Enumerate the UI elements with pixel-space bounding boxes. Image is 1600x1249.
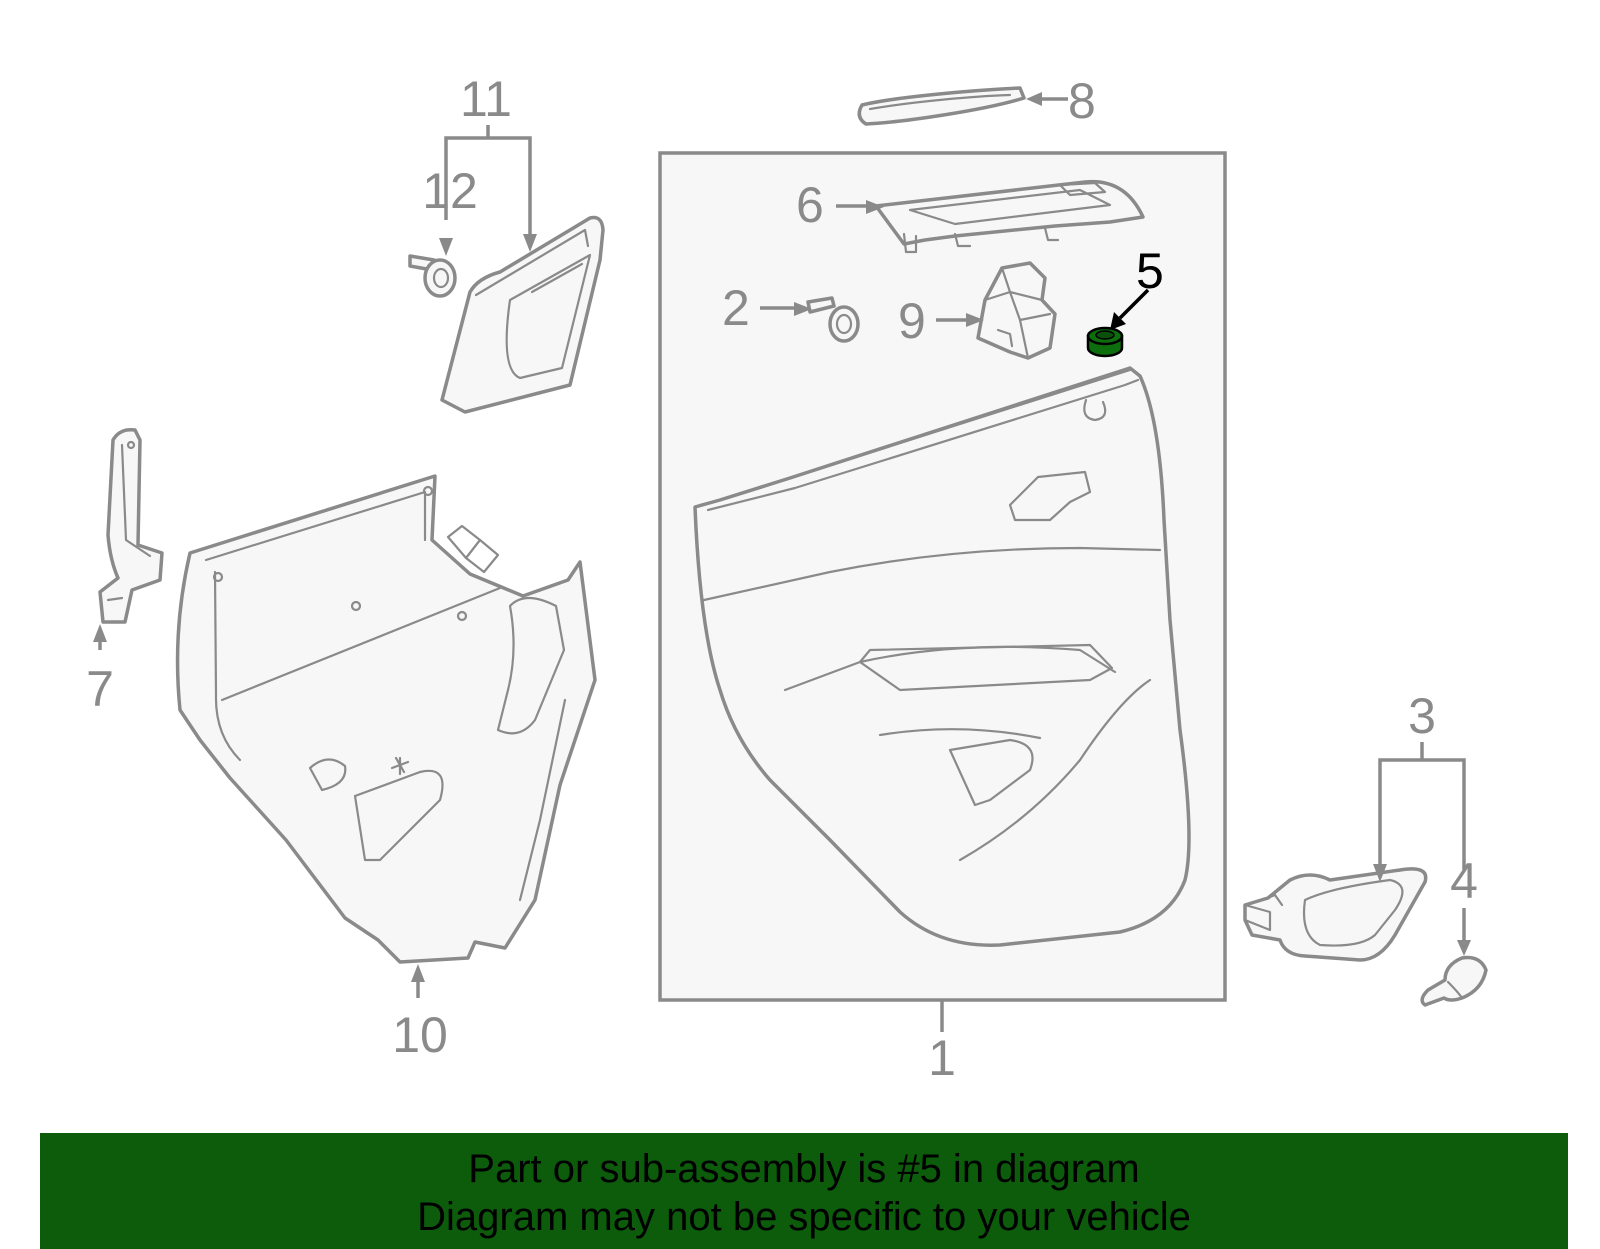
callout-7: 7 <box>86 661 114 717</box>
arrow-8 <box>1026 92 1042 106</box>
callout-8: 8 <box>1068 73 1096 129</box>
arrow-3 <box>1373 864 1387 882</box>
arrow-10 <box>411 964 425 982</box>
banner-line-part: Part or sub-assembly is #5 in diagram <box>468 1147 1140 1191</box>
callout-3: 3 <box>1408 688 1436 744</box>
part-3-inside-handle <box>1243 867 1428 962</box>
callout-6: 6 <box>796 177 824 233</box>
part-10-water-deflector <box>175 474 597 964</box>
callout-11: 11 <box>460 71 512 127</box>
part-6-handle-bezel <box>874 179 1145 254</box>
leader-5 <box>1118 288 1150 320</box>
callout-5[interactable]: 5 <box>1136 243 1164 299</box>
part-5-grommet <box>1086 326 1124 358</box>
arrow-11 <box>523 234 537 252</box>
part-11-upper-trim <box>440 215 605 414</box>
callout-1: 1 <box>928 1030 956 1086</box>
arrow-9 <box>966 313 984 327</box>
arrow-2 <box>794 302 812 316</box>
arrow-6 <box>866 200 884 214</box>
part-9-window-switch <box>976 261 1057 360</box>
info-banner: Part or sub-assembly is #5 in diagram Di… <box>40 1133 1568 1249</box>
arrow-12 <box>439 238 453 256</box>
callout-12: 12 <box>422 163 478 219</box>
callout-4: 4 <box>1450 853 1478 909</box>
arrow-4 <box>1457 940 1471 956</box>
callout-9: 9 <box>898 293 926 349</box>
part-7-bracket <box>98 427 164 624</box>
callout-10: 10 <box>392 1007 448 1063</box>
arrow-5[interactable] <box>1110 312 1126 330</box>
part-1-door-panel <box>693 366 1191 947</box>
part-8-trim-strip <box>857 86 1026 126</box>
parts-diagram: 1 2 3 4 5 6 7 8 9 10 11 12 <box>86 71 1488 1086</box>
banner-line-disclaimer: Diagram may not be specific to your vehi… <box>417 1195 1191 1239</box>
part-12-push-pin <box>408 254 457 298</box>
arrow-7 <box>93 624 107 642</box>
callout-2: 2 <box>722 280 750 336</box>
part-4-cap <box>1420 955 1488 1007</box>
